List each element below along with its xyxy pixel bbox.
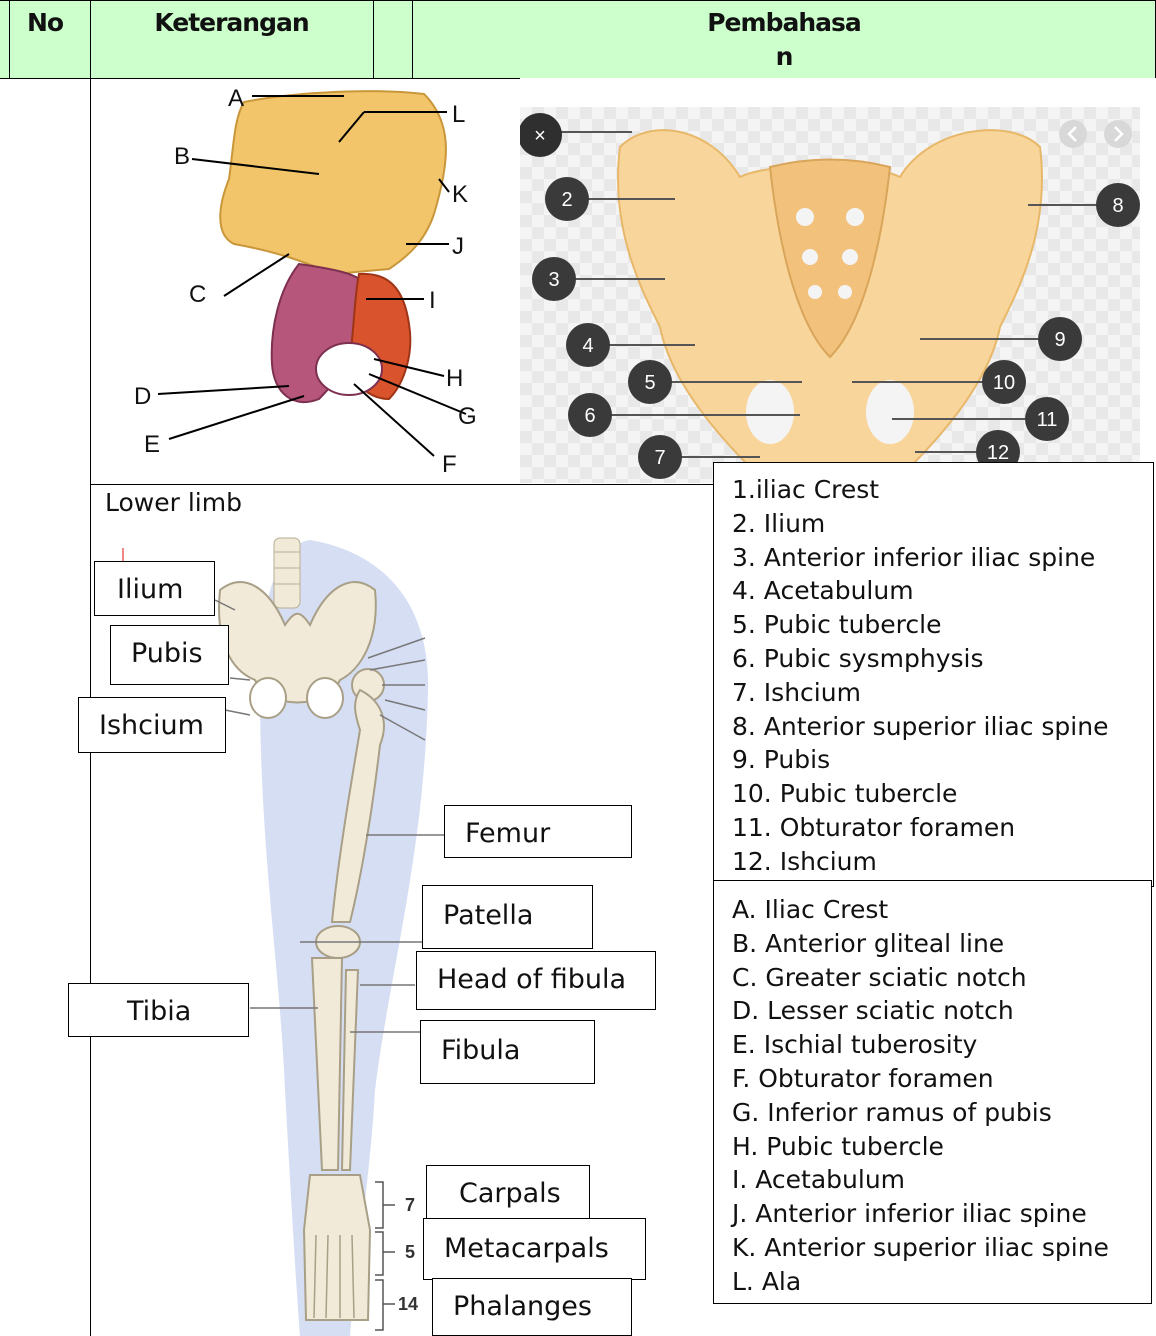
label-ilium: Ilium: [94, 561, 215, 616]
marker-6: 6: [584, 405, 595, 427]
table-border-top: [0, 0, 1156, 1]
numbered-list-item: 10. Pubic tubercle: [732, 777, 1153, 811]
lettered-list-item: K. Anterior superior iliac spine: [732, 1231, 1151, 1265]
lettered-list-item: E. Ischial tuberosity: [732, 1028, 1151, 1062]
hip-bone-figure: A B C D E F G H I J K L: [104, 84, 504, 480]
letter-e: E: [144, 431, 160, 458]
marker-3: 3: [548, 269, 559, 291]
label-tibia: Tibia: [68, 983, 249, 1037]
close-icon[interactable]: ×: [520, 113, 562, 157]
marker-11: 11: [1037, 409, 1058, 431]
lower-limb-skeleton-figure: 7 5 14: [200, 530, 450, 1336]
label-femur: Femur: [444, 805, 632, 858]
red-mark: [122, 548, 124, 562]
numbered-list-item: 5. Pubic tubercle: [732, 608, 1153, 642]
lettered-list-item: H. Pubic tubercle: [732, 1130, 1151, 1164]
lettered-list-item: A. Iliac Crest: [732, 893, 1151, 927]
chevron-right-icon[interactable]: [1104, 120, 1132, 148]
marker-8: 8: [1112, 195, 1123, 217]
letter-c: C: [189, 281, 206, 308]
marker-5: 5: [644, 372, 655, 394]
header-pembahasan-line1: Pembahasa: [412, 4, 1156, 42]
chevron-left-icon[interactable]: [1059, 120, 1087, 148]
numbered-list-box: 1.iliac Crest 2. Ilium 3. Anterior infer…: [713, 462, 1154, 887]
letter-k: K: [452, 181, 468, 208]
header-pembahasan-line2: n: [412, 38, 1156, 76]
bracket-count-metatarsals: 5: [405, 1242, 415, 1262]
label-patella: Patella: [422, 885, 593, 949]
lettered-list-item: J. Anterior inferior iliac spine: [732, 1197, 1151, 1231]
label-head-of-fibula: Head of fibula: [416, 951, 656, 1010]
letter-i: I: [429, 287, 436, 314]
lettered-list-box: A. Iliac Crest B. Anterior gliteal line …: [713, 880, 1152, 1304]
col-ket-divider-2: [412, 0, 413, 78]
lettered-list-item: L. Ala: [732, 1265, 1151, 1299]
letter-b: B: [174, 143, 190, 170]
header-no: No: [0, 4, 90, 42]
numbered-list-item: 9. Pubis: [732, 743, 1153, 777]
lettered-list-item: I. Acetabulum: [732, 1163, 1151, 1197]
lettered-list-item: C. Greater sciatic notch: [732, 961, 1151, 995]
bracket-count-phalanges: 14: [398, 1294, 418, 1314]
marker-2: 2: [561, 189, 572, 211]
col-ket-divider-1: [373, 0, 374, 78]
letter-a: A: [228, 85, 244, 112]
header-keterangan: Keterangan: [90, 4, 373, 42]
numbered-list-item: 7. Ishcium: [732, 676, 1153, 710]
numbered-list-item: 11. Obturator foramen: [732, 811, 1153, 845]
numbered-list-item: 8. Anterior superior iliac spine: [732, 710, 1153, 744]
numbered-list-item: 6. Pubic sysmphysis: [732, 642, 1153, 676]
lettered-list-item: B. Anterior gliteal line: [732, 927, 1151, 961]
letter-f: F: [442, 451, 457, 478]
letter-j: J: [452, 233, 464, 260]
marker-7: 7: [654, 447, 665, 469]
letter-d: D: [134, 383, 151, 410]
numbered-list-item: 12. Ishcium: [732, 845, 1153, 879]
numbered-list-item: 4. Acetabulum: [732, 574, 1153, 608]
marker-12: 12: [987, 442, 1009, 464]
lettered-list-item: F. Obturator foramen: [732, 1062, 1151, 1096]
lower-limb-title: Lower limb: [105, 488, 242, 517]
svg-text:×: ×: [534, 125, 546, 147]
letter-h: H: [446, 365, 463, 392]
label-pubis: Pubis: [110, 625, 229, 685]
marker-4: 4: [582, 335, 593, 357]
letter-l: L: [452, 101, 465, 128]
pelvis-figure: × 2 3 4 5 6 7 8 9 10 11 12: [520, 107, 1140, 483]
bracket-count-tarsals: 7: [405, 1195, 415, 1215]
col-left-border: [9, 0, 10, 78]
lettered-list-item: G. Inferior ramus of pubis: [732, 1096, 1151, 1130]
marker-9: 9: [1054, 329, 1065, 351]
label-carpals: Carpals: [426, 1165, 590, 1223]
numbered-list-item: 3. Anterior inferior iliac spine: [732, 541, 1153, 575]
col-no-divider: [90, 0, 91, 1336]
marker-10: 10: [993, 372, 1015, 394]
label-fibula: Fibula: [420, 1020, 595, 1084]
label-metacarpals: Metacarpals: [423, 1218, 646, 1280]
label-phalanges: Phalanges: [432, 1278, 632, 1336]
row1-bottom-line: [90, 484, 715, 485]
letter-g: G: [458, 403, 477, 430]
numbered-list-item: 1.iliac Crest: [732, 473, 1153, 507]
lettered-list-item: D. Lesser sciatic notch: [732, 994, 1151, 1028]
header-bottom-line: [0, 78, 520, 79]
label-ishcium: Ishcium: [78, 697, 226, 753]
numbered-list-item: 2. Ilium: [732, 507, 1153, 541]
left-rule-mark: [90, 620, 91, 656]
